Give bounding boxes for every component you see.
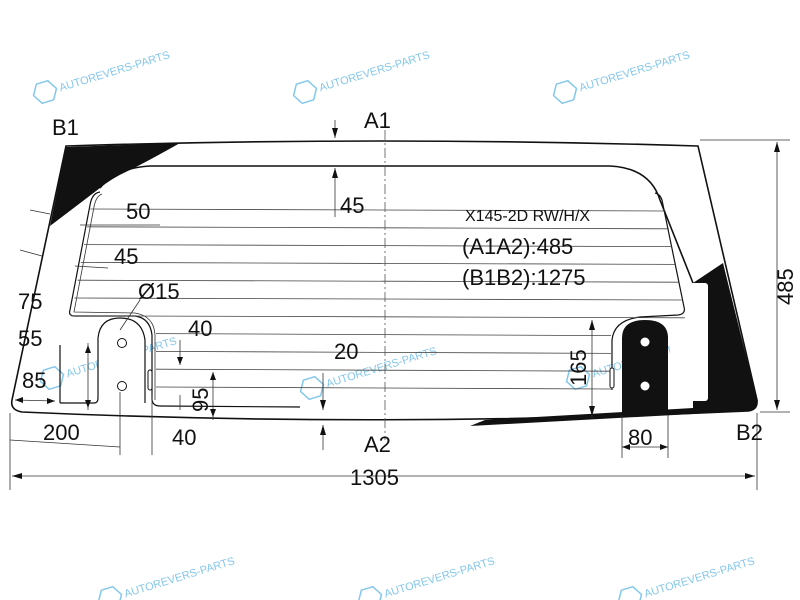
dim-45-left: 45: [114, 244, 138, 269]
watermark-text: AUTOREVERS-PARTS: [123, 555, 236, 600]
watermark-logo-icon: [97, 585, 123, 600]
watermark-logo-icon: [357, 585, 383, 600]
height-spec: (A1A2):485: [462, 234, 573, 259]
part-code: X145-2D RW/H/X: [465, 208, 590, 225]
point-a1: A1: [364, 108, 391, 133]
heater-line: [87, 226, 669, 230]
heater-line: [155, 368, 612, 372]
dim-40-bottom: 40: [172, 425, 196, 450]
heater-line: [155, 333, 612, 337]
heater-line: [71, 315, 685, 319]
watermark-logo-icon: [32, 79, 58, 105]
heater-line: [90, 208, 666, 212]
dim-95: 95: [188, 388, 213, 412]
dimension-arrows: [12, 128, 780, 479]
hole-right-top: [640, 337, 650, 347]
watermark-text: AUTOREVERS-PARTS: [318, 49, 431, 94]
watermark-text: AUTOREVERS-PARTS: [643, 555, 756, 600]
watermark-logo-icon: [292, 79, 318, 105]
left-tab: [59, 317, 146, 404]
dim-75: 75: [18, 289, 42, 314]
busbar-terminal-right: [609, 367, 615, 389]
watermark: AUTOREVERS-PARTS: [97, 555, 236, 600]
watermark-text: AUTOREVERS-PARTS: [383, 555, 496, 600]
point-a2: A2: [364, 432, 391, 457]
watermark-logo-icon: [39, 365, 65, 391]
watermark: AUTOREVERS-PARTS: [552, 49, 691, 105]
heater-grid-lines: [71, 208, 685, 390]
heater-grid-outline-right: [611, 192, 685, 390]
dim-45-top: 45: [340, 193, 364, 218]
watermark-logo-icon: [617, 585, 643, 600]
watermark: AUTOREVERS-PARTS: [299, 345, 438, 401]
ceramic-cutout: [670, 283, 708, 401]
watermark-logo-icon: [565, 365, 591, 391]
watermark-logo-icon: [299, 375, 325, 401]
dim-200: 200: [43, 420, 80, 445]
heater-line: [74, 297, 682, 301]
hole-right-bottom: [640, 381, 650, 391]
ceramic-band-top-left: [50, 143, 180, 226]
dim-20: 20: [334, 339, 358, 364]
dim-55: 55: [18, 326, 42, 351]
watermark: AUTOREVERS-PARTS: [357, 555, 496, 600]
dim-485: 485: [773, 268, 798, 305]
watermark-text: AUTOREVERS-PARTS: [58, 49, 171, 94]
watermark: AUTOREVERS-PARTS: [617, 555, 756, 600]
point-b2: B2: [736, 420, 763, 445]
watermark-text: AUTOREVERS-PARTS: [578, 49, 691, 94]
heater-line: [83, 244, 673, 248]
dim-50: 50: [126, 199, 150, 224]
hole-left-top: [117, 338, 127, 348]
dim-1305: 1305: [350, 465, 399, 490]
heater-line: [80, 261, 676, 265]
dim-diameter-15: Ø15: [138, 279, 180, 304]
heater-grid-outline-inner: [73, 193, 156, 400]
dim-40: 40: [188, 316, 212, 341]
watermark: AUTOREVERS-PARTS: [292, 49, 431, 105]
point-b1: B1: [52, 115, 79, 140]
dim-80: 80: [628, 425, 652, 450]
dim-165: 165: [566, 349, 591, 386]
right-tab: [622, 320, 668, 415]
heater-line: [155, 350, 612, 354]
heater-line: [155, 386, 612, 390]
watermark-logo-icon: [552, 79, 578, 105]
hole-left-bottom: [117, 381, 127, 391]
width-spec: (B1B2):1275: [462, 265, 586, 290]
heater-border: [99, 165, 694, 284]
busbar-terminal-left: [147, 369, 153, 391]
dim-85: 85: [22, 368, 46, 393]
watermark: AUTOREVERS-PARTS: [32, 49, 171, 105]
heater-line: [77, 279, 679, 283]
